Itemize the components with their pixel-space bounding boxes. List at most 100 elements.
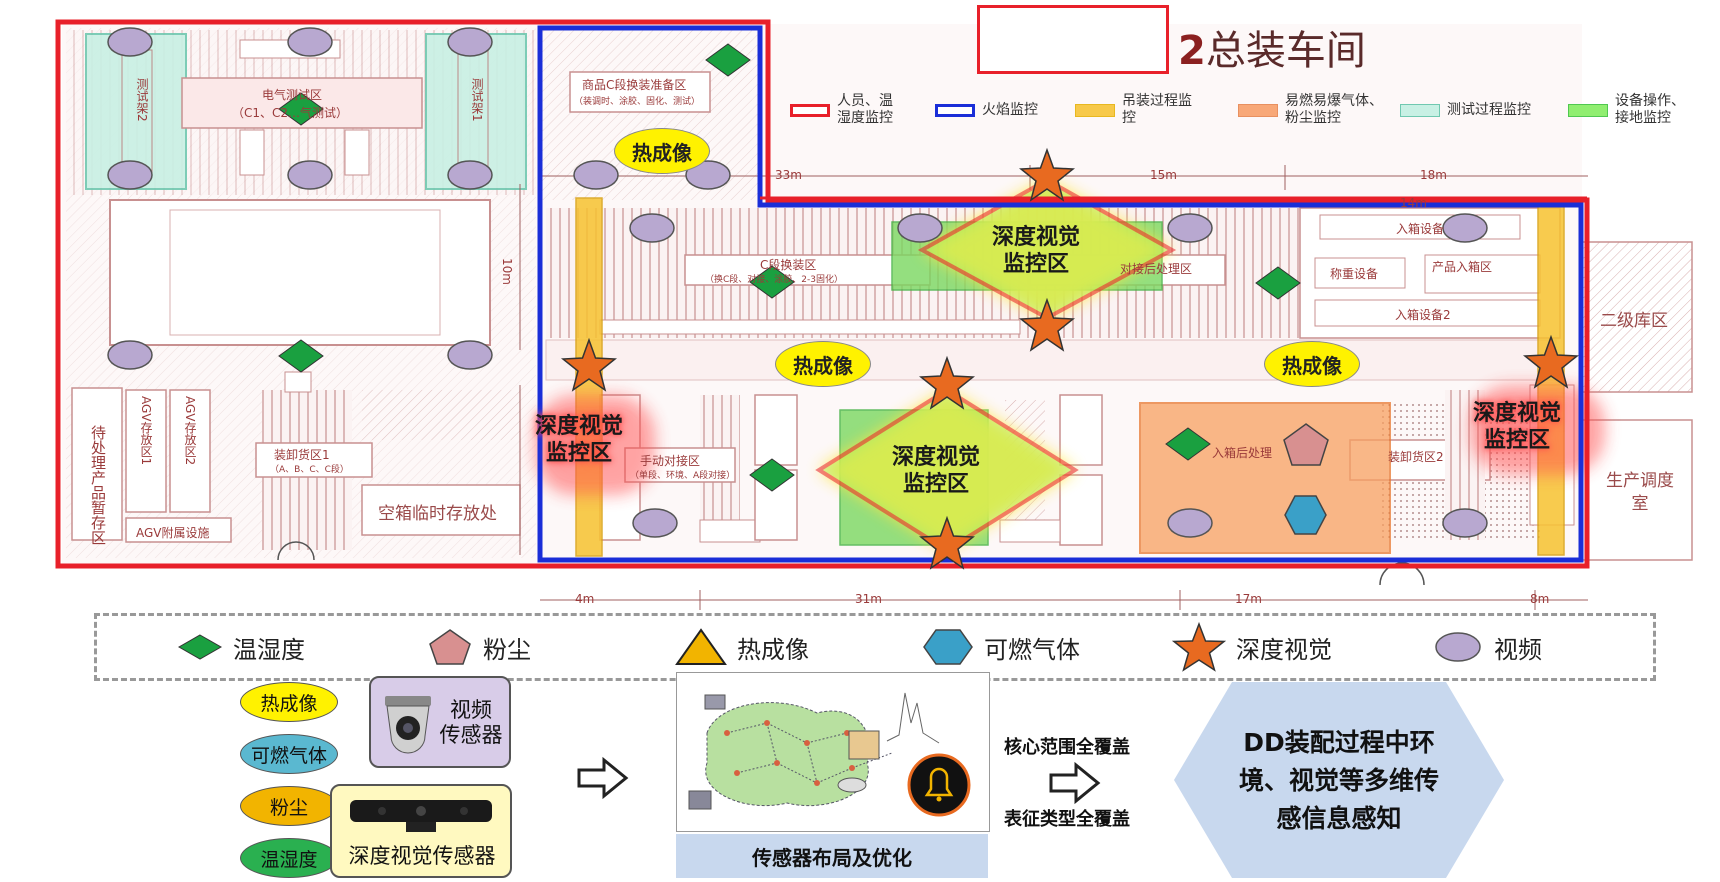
in-device-label: 入箱设备 [1396,222,1445,236]
thermal-sensor-2: 热成像 [775,341,871,387]
lv2-storage [1581,241,1693,393]
depth-zone-label-right: 深度视觉监控区 [1473,401,1562,453]
video-sensor-card: 视频传感器 [369,676,511,768]
legend-equip: 设备操作、接地监控 [1568,90,1685,130]
dim-17m: 17m [1235,592,1262,606]
dim-14m: 14m [1400,196,1427,210]
flame-monitor-boundary [537,25,1584,563]
dim-8m: 8m [1530,592,1550,606]
legend-item-dust: 粉尘 [427,616,531,678]
pending-area-label: 待处理产品暂存区 [89,425,107,545]
depth-sensor-star-3 [918,355,976,410]
star-icon [1172,622,1226,672]
legend-equip-swatch [1568,103,1608,117]
legend-item-thermal: 热成像 [675,616,809,678]
camera-icon [385,696,431,754]
diamond-icon [177,634,223,660]
temp-humidity-sensor-1 [278,92,324,126]
video-sensor-5 [287,160,333,190]
manual-dock-sub: （单段、环境、A段对接） [630,471,736,481]
depth-sensor-card: 深度视觉传感器 [330,784,512,878]
temp-humidity-sensor-3 [705,43,751,77]
legend-gas-dust: 易燃易爆气体、粉尘监控 [1238,90,1383,130]
agv-facility-label: AGV附属设施 [136,526,210,540]
video-sensor-8 [447,340,493,370]
video-sensor-17 [1442,508,1488,538]
depth-zone-label-left: 深度视觉监控区 [535,414,624,466]
temp-humidity-sensor-5 [1255,266,1301,300]
pill-dust: 粉尘 [240,786,338,826]
temp-humidity-sensor-4 [749,265,795,299]
agv-area2-label: AGV存放区2 [183,396,197,466]
lv2-storage-label: 二级库区 [1600,311,1668,331]
floor-plan [55,19,1693,610]
dim-10m: 10m [500,258,514,285]
sensor-network-icon [688,692,971,817]
video-sensor-13 [1167,213,1213,243]
hexagon-shape [1174,682,1504,878]
video-sensor-11 [629,213,675,243]
depth-sensor-star-1 [1018,147,1076,202]
depth-camera-icon [350,800,492,832]
hexagon-icon [923,629,973,665]
pill-gas: 可燃气体 [240,734,338,774]
c-swap-label: C段换装区 [760,258,817,272]
unload-area-2-label: 装卸货区2 [1388,450,1444,464]
dim-4m: 4m [575,592,595,606]
pill-temp-humidity: 温湿度 [240,838,338,878]
c-prep-sub: （装调时、涂胶、固化、测试） [574,97,701,107]
video-sensor-10 [685,160,731,190]
temp-humidity-sensor-7 [1165,427,1211,461]
handover-label: 对接后处理区 [1120,262,1193,276]
thermal-sensor-1: 热成像 [614,128,710,174]
video-sensor-3 [447,27,493,57]
legend-test-swatch [1400,103,1440,117]
in-device2-label: 入箱设备2 [1395,308,1451,322]
empty-box-label: 空箱临时存放处 [378,504,497,524]
coverage-core-label: 核心范围全覆盖 [1004,737,1130,758]
elec-test-label: 电气测试区 [262,88,323,102]
dim-18m: 18m [1420,168,1447,182]
arrow-right-icon [577,756,629,800]
depth-sensor-star-2 [1018,297,1076,352]
c-prep-label: 商品C段换装准备区 [582,78,687,92]
video-sensor-card-text: 视频传感器 [439,698,503,747]
manual-dock-label: 手动对接区 [640,454,701,468]
legend-flame: 火焰监控 [935,90,1038,130]
conclusion-hexagon: DD装配过程中环 境、视觉等多维传 感信息感知 [1172,680,1506,880]
temp-humidity-sensor-2 [278,339,324,373]
dust-sensor [1283,423,1329,466]
page-title: 2总装车间 [1178,28,1366,74]
agv-area1-label: AGV存放区1 [139,396,153,466]
dim-15m: 15m [1150,168,1177,182]
sensor-layout-image [676,672,990,832]
unload-area-1-label: 装卸货区1 [274,448,330,462]
video-sensor-14 [1442,213,1488,243]
video-sensor-7 [107,340,153,370]
video-sensor-16 [1167,508,1213,538]
legend-personnel-swatch [790,103,830,117]
test-rack-2-label: 测试架2 [135,78,149,122]
legend-hoist-swatch [1075,103,1115,117]
pill-thermal: 热成像 [240,682,338,722]
after-in-label: 入箱后处理 [1212,446,1273,460]
legend-personnel: 人员、温湿度监控 [790,90,893,130]
depth-sensor-star-6 [1522,334,1580,389]
c-swap-area [684,254,931,286]
c-swap-sub: （换C段、对接、涂胶、2-3固化） [705,275,843,285]
gas-sensor [1284,495,1327,535]
legend-item-temp-humidity: 温湿度 [177,616,305,678]
video-sensor-4 [107,160,153,190]
elec-test-sub: （C1、C2…气测试） [232,106,349,120]
coverage-type-label: 表征类型全覆盖 [1004,809,1130,830]
video-sensor-6 [447,160,493,190]
video-sensor-12 [897,213,943,243]
video-sensor-2 [287,27,333,57]
thermal-sensor-3: 热成像 [1264,341,1360,387]
depth-sensor-card-label: 深度视觉传感器 [348,844,496,868]
video-sensor-9 [573,160,619,190]
test-rack-1-label: 测试架1 [470,78,484,122]
pentagon-icon [429,629,471,665]
ellipse-icon [1435,632,1481,662]
sensor-layout-caption: 传感器布局及优化 [676,834,988,878]
